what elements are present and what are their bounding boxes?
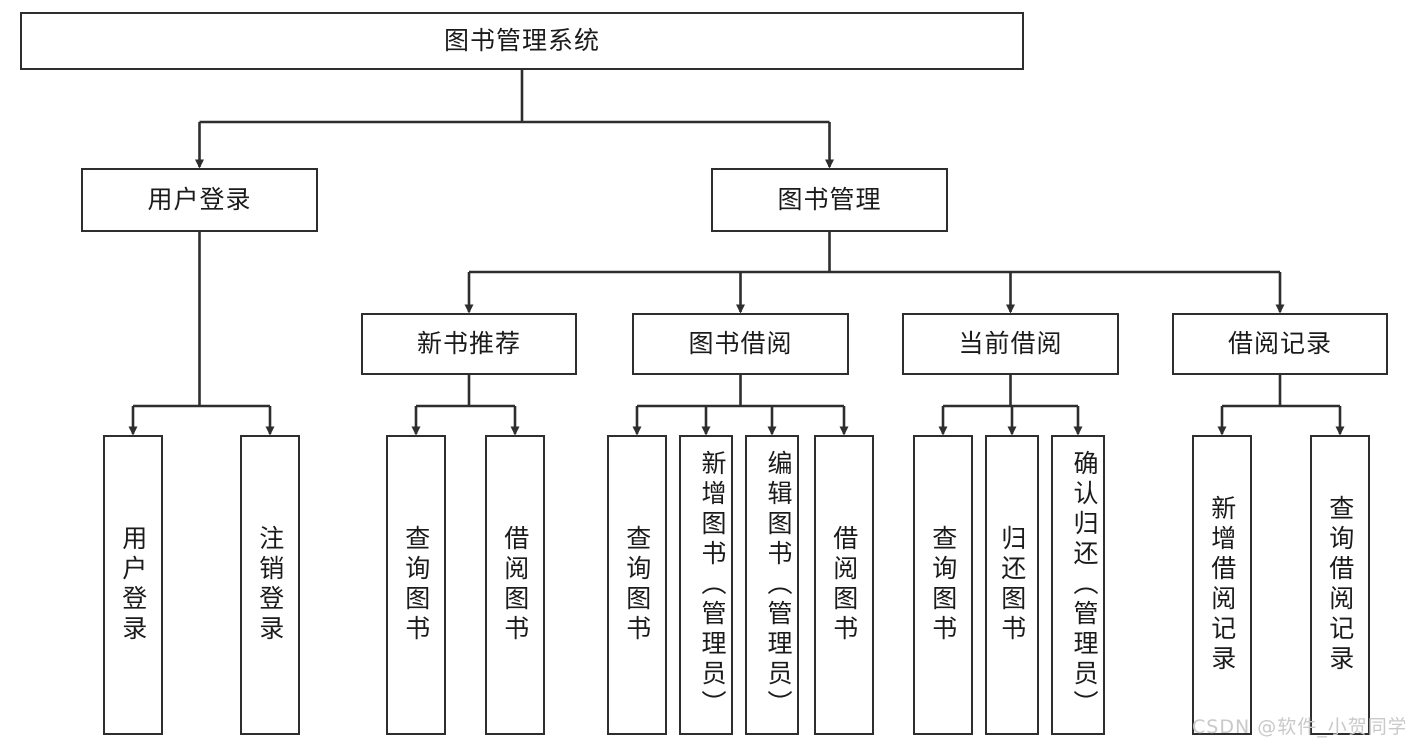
node-label: 查询图书 bbox=[401, 525, 431, 645]
leaf-node-注销登录-1[interactable]: 注销登录 bbox=[240, 435, 300, 735]
node-label: 新增借阅记录 bbox=[1207, 495, 1237, 675]
node-label: 查询借阅记录 bbox=[1325, 495, 1355, 675]
node-label: 图书借阅 bbox=[688, 329, 793, 359]
node-label: 用户登录 bbox=[147, 185, 252, 215]
node-label: 归还图书 bbox=[997, 525, 1027, 645]
node-label: 借阅记录 bbox=[1227, 329, 1332, 359]
submodule-node-新书推荐-0[interactable]: 新书推荐 bbox=[361, 313, 577, 375]
node-label: 图书管理 bbox=[777, 185, 882, 215]
leaf-node-借阅图书-7[interactable]: 借阅图书 bbox=[814, 435, 874, 735]
leaf-node-查询借阅记录-12[interactable]: 查询借阅记录 bbox=[1310, 435, 1370, 735]
leaf-node-新增借阅记录-11[interactable]: 新增借阅记录 bbox=[1192, 435, 1252, 735]
submodule-node-当前借阅-2[interactable]: 当前借阅 bbox=[902, 313, 1119, 375]
node-label: 新书推荐 bbox=[416, 329, 521, 359]
node-label: 借阅图书 bbox=[829, 525, 859, 645]
node-label: 注销登录 bbox=[255, 525, 285, 645]
submodule-node-借阅记录-3[interactable]: 借阅记录 bbox=[1172, 313, 1388, 375]
leaf-node-查询图书-4[interactable]: 查询图书 bbox=[607, 435, 667, 735]
node-label: 借阅图书 bbox=[500, 525, 530, 645]
csdn-watermark: CSDN @软件_小贺同学 bbox=[1192, 716, 1405, 738]
node-label: 确认归还（管理员） bbox=[1070, 450, 1099, 720]
leaf-node-编辑图书管理员-6[interactable]: 编辑图书（管理员） bbox=[745, 435, 799, 735]
module-node-用户登录-0[interactable]: 用户登录 bbox=[81, 168, 318, 232]
node-label: 图书管理系统 bbox=[443, 26, 600, 56]
leaf-node-新增图书管理员-5[interactable]: 新增图书（管理员） bbox=[679, 435, 733, 735]
leaf-node-查询图书-8[interactable]: 查询图书 bbox=[913, 435, 973, 735]
node-label: 查询图书 bbox=[622, 525, 652, 645]
leaf-node-查询图书-2[interactable]: 查询图书 bbox=[386, 435, 446, 735]
leaf-node-用户登录-0[interactable]: 用户登录 bbox=[103, 435, 163, 735]
node-label: 新增图书（管理员） bbox=[698, 450, 727, 720]
node-label: 用户登录 bbox=[118, 525, 148, 645]
root-node-图书管理系统-0[interactable]: 图书管理系统 bbox=[20, 12, 1024, 70]
node-label: 查询图书 bbox=[928, 525, 958, 645]
leaf-node-借阅图书-3[interactable]: 借阅图书 bbox=[485, 435, 545, 735]
leaf-node-确认归还管理员-10[interactable]: 确认归还（管理员） bbox=[1051, 435, 1105, 735]
submodule-node-图书借阅-1[interactable]: 图书借阅 bbox=[632, 313, 849, 375]
node-label: 当前借阅 bbox=[958, 329, 1063, 359]
leaf-node-归还图书-9[interactable]: 归还图书 bbox=[985, 435, 1039, 735]
node-label: 编辑图书（管理员） bbox=[764, 450, 793, 720]
module-node-图书管理-1[interactable]: 图书管理 bbox=[711, 168, 948, 232]
